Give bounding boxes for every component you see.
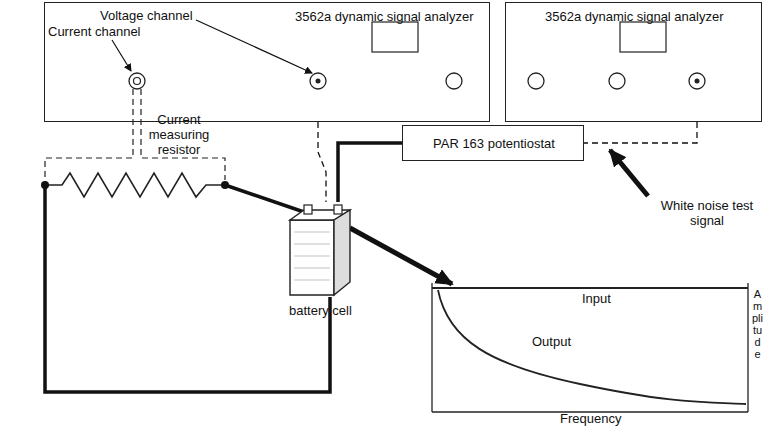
signal-cable (318, 122, 326, 202)
axis-title: Frequency (560, 411, 621, 426)
battery-cell: battery cell (282, 202, 358, 297)
knob (609, 73, 625, 89)
signal-cable (584, 122, 697, 143)
box-title: PAR 163 potentiostat (433, 136, 555, 151)
pointer-arrow (610, 150, 648, 196)
part-label: Current measuring resistor (138, 112, 220, 157)
leader-arrow (196, 20, 312, 73)
leader-arrow (112, 40, 131, 71)
pointer-arrow (350, 228, 452, 284)
current-knob (129, 73, 145, 89)
spectrum-graph (432, 283, 748, 412)
current-leads (45, 89, 225, 180)
resistor-symbol (45, 173, 225, 197)
callout-label: Voltage channel (100, 8, 193, 23)
box-title: 3562a dynamic signal analyzer (295, 9, 474, 24)
potentiostat-box: PAR 163 potentiostat (402, 125, 584, 161)
knob (528, 73, 544, 89)
screen (372, 22, 418, 52)
output-knob (689, 73, 705, 89)
voltage-knob (310, 73, 326, 89)
axis-label: Output (532, 334, 571, 349)
signal-label: White noise test signal (648, 198, 766, 228)
knob (446, 73, 462, 89)
callout-label: Current channel (48, 24, 141, 39)
battery-label: battery cell (289, 303, 352, 318)
box-title: 3562a dynamic signal analyzer (545, 9, 724, 24)
lead-wire (338, 143, 402, 202)
axis-title: Amplitude (752, 288, 763, 361)
wire (45, 185, 330, 392)
analyzer-box: 3562a dynamic signal analyzer (505, 2, 762, 122)
screen (620, 22, 666, 52)
battery-symbol (282, 202, 358, 297)
axis-label: Input (582, 291, 611, 306)
